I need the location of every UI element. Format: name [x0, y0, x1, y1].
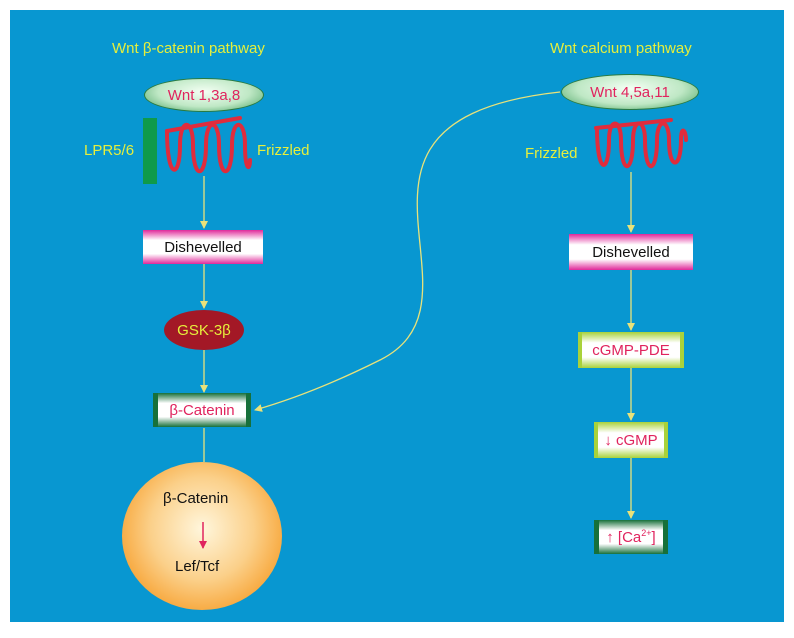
beta-catenin-box: β-Catenin — [153, 393, 251, 427]
gsk3b-node: GSK-3β — [164, 310, 244, 350]
lrp-coreceptor-bar — [143, 118, 157, 184]
cgmp-decrease-box: ↓ cGMP — [594, 422, 668, 458]
frizzled-receptor-right — [594, 118, 688, 169]
nucleus-circle — [122, 462, 282, 610]
lrp-coreceptor-label: LPR5/6 — [84, 142, 135, 159]
nucleus-catenin-label: β-Catenin — [163, 490, 229, 507]
calcium-increase-box: ↑ [Ca2+] — [594, 520, 668, 554]
beta-catenin-label: β-Catenin — [169, 401, 235, 419]
right-pathway-title: Wnt calcium pathway — [550, 40, 692, 57]
dishevelled-right-label: Dishevelled — [592, 243, 670, 261]
cgmp-pde-box: cGMP-PDE — [578, 332, 684, 368]
wnt-ligand-right: Wnt 4,5a,11 — [561, 74, 699, 110]
frizzled-label-right: Frizzled — [525, 145, 578, 162]
left-pathway-title: Wnt β-catenin pathway — [112, 40, 265, 57]
dishevelled-box-left: Dishevelled — [143, 230, 263, 264]
frizzled-receptor-left — [165, 116, 252, 174]
nucleus-leftcf-label: Lef/Tcf — [175, 558, 220, 575]
calcium-increase-label: ↑ [Ca2+] — [606, 528, 656, 546]
cgmp-decrease-label: ↓ cGMP — [604, 431, 658, 449]
wnt-ligand-left: Wnt 1,3a,8 — [144, 78, 264, 112]
wnt-ligand-left-label: Wnt 1,3a,8 — [167, 86, 241, 104]
wnt-ligand-right-label: Wnt 4,5a,11 — [590, 83, 670, 101]
frizzled-label-left: Frizzled — [257, 142, 310, 159]
gsk3b-label: GSK-3β — [177, 321, 231, 339]
cgmp-pde-label: cGMP-PDE — [592, 341, 670, 359]
arrow-crosstalk-curve — [254, 91, 561, 412]
dishevelled-box-right: Dishevelled — [569, 234, 693, 270]
dishevelled-left-label: Dishevelled — [164, 238, 242, 256]
